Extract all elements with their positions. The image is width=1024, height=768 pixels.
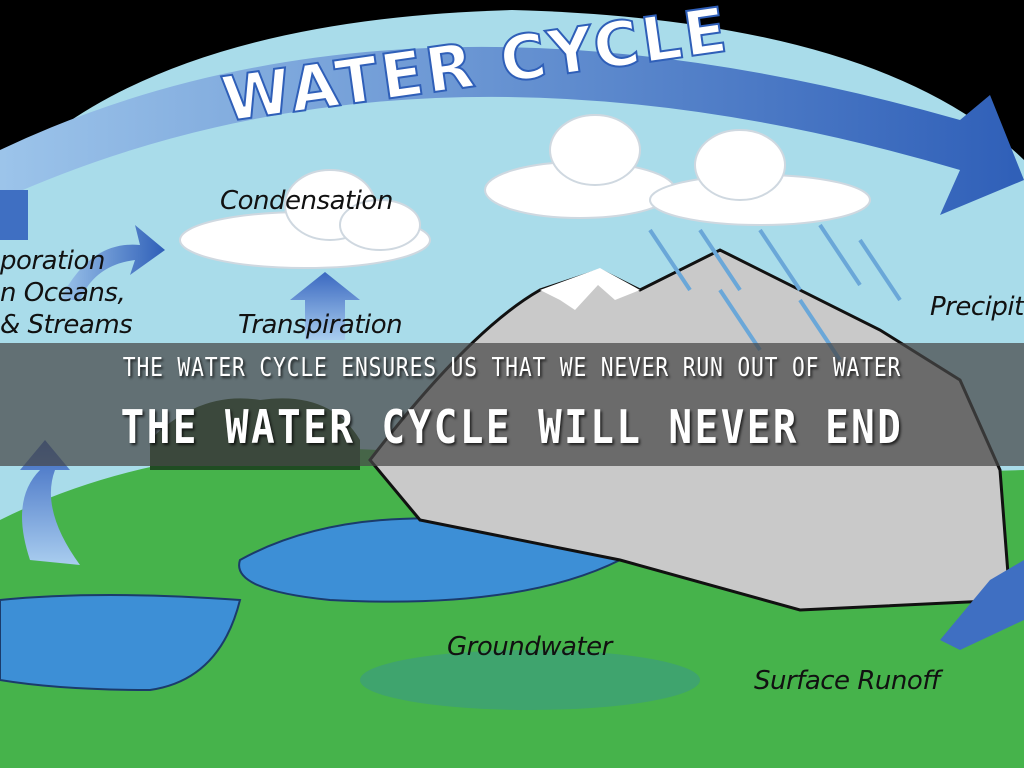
evaporation-label-1: poration xyxy=(0,246,105,276)
precipitation-label: Precipit xyxy=(930,292,1024,322)
clouds xyxy=(179,114,871,269)
groundwater-area xyxy=(360,650,700,710)
ocean xyxy=(0,594,242,692)
transpiration-arrow xyxy=(290,272,360,340)
surface-runoff-label: Surface Runoff xyxy=(754,666,940,696)
condensation-label: Condensation xyxy=(220,186,393,216)
text-overlay-band xyxy=(0,343,1024,466)
evaporation-arrow xyxy=(0,190,28,240)
evaporation-up-arrow xyxy=(20,440,80,565)
groundwater-label: Groundwater xyxy=(447,632,612,662)
snow-cap xyxy=(540,268,640,310)
title-arc-arrow xyxy=(0,46,1024,215)
evaporation-label-3: & Streams xyxy=(0,310,133,340)
condensation-arrow xyxy=(60,225,165,300)
transpiration-label: Transpiration xyxy=(238,310,403,340)
runoff-arrow xyxy=(940,560,1024,650)
slide-subtitle: THE WATER CYCLE ENSURES US THAT WE NEVER… xyxy=(122,353,902,383)
evaporation-label-2: n Oceans, xyxy=(0,278,126,308)
slide-headline: THE WATER CYCLE WILL NEVER END xyxy=(120,400,904,454)
